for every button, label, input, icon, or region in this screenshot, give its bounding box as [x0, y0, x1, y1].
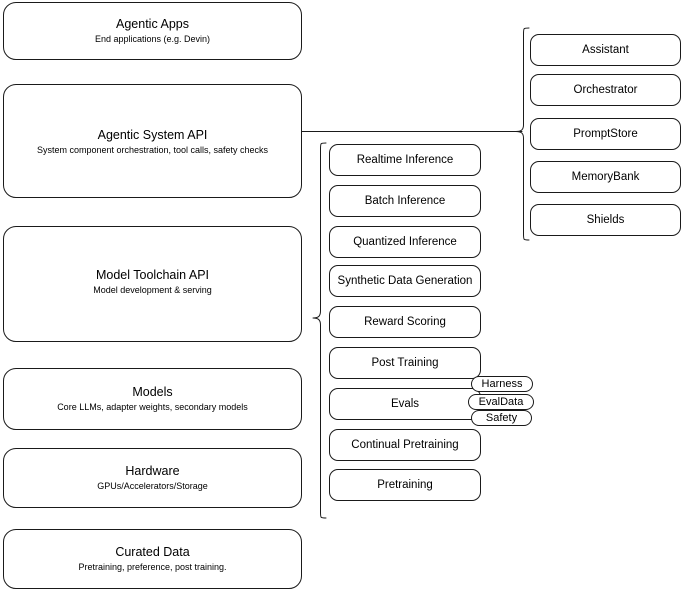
eval-badge-safety[interactable]: Safety [471, 410, 532, 426]
toolchain-box-post-training[interactable]: Post Training [329, 347, 481, 379]
toolchain-box-quantized-inference[interactable]: Quantized Inference [329, 226, 481, 258]
stack-subtitle: End applications (e.g. Devin) [94, 34, 211, 44]
middle-brace [312, 142, 327, 519]
toolchain-label: Realtime Inference [356, 154, 454, 166]
toolchain-box-continual-pretraining[interactable]: Continual Pretraining [329, 429, 481, 461]
system-component-box-promptstore[interactable]: PromptStore [530, 118, 681, 150]
stack-title: Models [132, 385, 173, 399]
stack-title: Curated Data [115, 545, 190, 559]
stack-box-model-toolchain-api[interactable]: Model Toolchain API Model development & … [3, 226, 302, 342]
toolchain-box-evals[interactable]: Evals [329, 388, 481, 420]
toolchain-label: Batch Inference [364, 195, 446, 207]
system-component-box-orchestrator[interactable]: Orchestrator [530, 74, 681, 106]
toolchain-label: Post Training [371, 357, 439, 369]
toolchain-label: Pretraining [377, 479, 433, 491]
stack-box-curated-data[interactable]: Curated Data Pretraining, preference, po… [3, 529, 302, 589]
stack-subtitle: Model development & serving [93, 285, 212, 295]
system-component-box-assistant[interactable]: Assistant [530, 34, 681, 66]
eval-badge-label: EvalData [478, 396, 524, 408]
eval-badge-evaldata[interactable]: EvalData [468, 394, 534, 410]
right-brace [515, 27, 530, 241]
stack-box-models[interactable]: Models Core LLMs, adapter weights, secon… [3, 368, 302, 430]
stack-title: Agentic Apps [116, 17, 189, 31]
system-component-label: MemoryBank [571, 171, 640, 183]
eval-badge-label: Harness [481, 378, 523, 390]
eval-badge-harness[interactable]: Harness [471, 376, 533, 392]
toolchain-box-synthetic-data-generation[interactable]: Synthetic Data Generation [329, 265, 481, 297]
system-component-label: Assistant [582, 44, 629, 56]
toolchain-box-realtime-inference[interactable]: Realtime Inference [329, 144, 481, 176]
toolchain-label: Continual Pretraining [351, 439, 459, 451]
stack-subtitle: Pretraining, preference, post training. [78, 562, 227, 572]
stack-subtitle: Core LLMs, adapter weights, secondary mo… [57, 402, 248, 412]
system-component-box-shields[interactable]: Shields [530, 204, 681, 236]
eval-badge-label: Safety [485, 412, 518, 424]
stack-box-agentic-system-api[interactable]: Agentic System API System component orch… [3, 84, 302, 198]
stack-title: Model Toolchain API [95, 268, 210, 282]
toolchain-label: Evals [390, 398, 420, 410]
stack-subtitle: System component orchestration, tool cal… [36, 145, 269, 155]
system-component-label: Shields [586, 214, 625, 226]
stack-box-hardware[interactable]: Hardware GPUs/Accelerators/Storage [3, 448, 302, 508]
stack-box-agentic-apps[interactable]: Agentic Apps End applications (e.g. Devi… [3, 2, 302, 60]
toolchain-box-batch-inference[interactable]: Batch Inference [329, 185, 481, 217]
toolchain-label: Quantized Inference [353, 236, 457, 248]
toolchain-label: Reward Scoring [364, 316, 446, 328]
system-component-label: Orchestrator [573, 84, 638, 96]
toolchain-box-reward-scoring[interactable]: Reward Scoring [329, 306, 481, 338]
stack-subtitle: GPUs/Accelerators/Storage [97, 481, 208, 491]
toolchain-box-pretraining[interactable]: Pretraining [329, 469, 481, 501]
toolchain-label: Synthetic Data Generation [337, 275, 473, 287]
system-component-label: PromptStore [573, 128, 638, 140]
stack-title: Hardware [125, 464, 180, 478]
stack-title: Agentic System API [97, 128, 208, 142]
system-component-box-memorybank[interactable]: MemoryBank [530, 161, 681, 193]
